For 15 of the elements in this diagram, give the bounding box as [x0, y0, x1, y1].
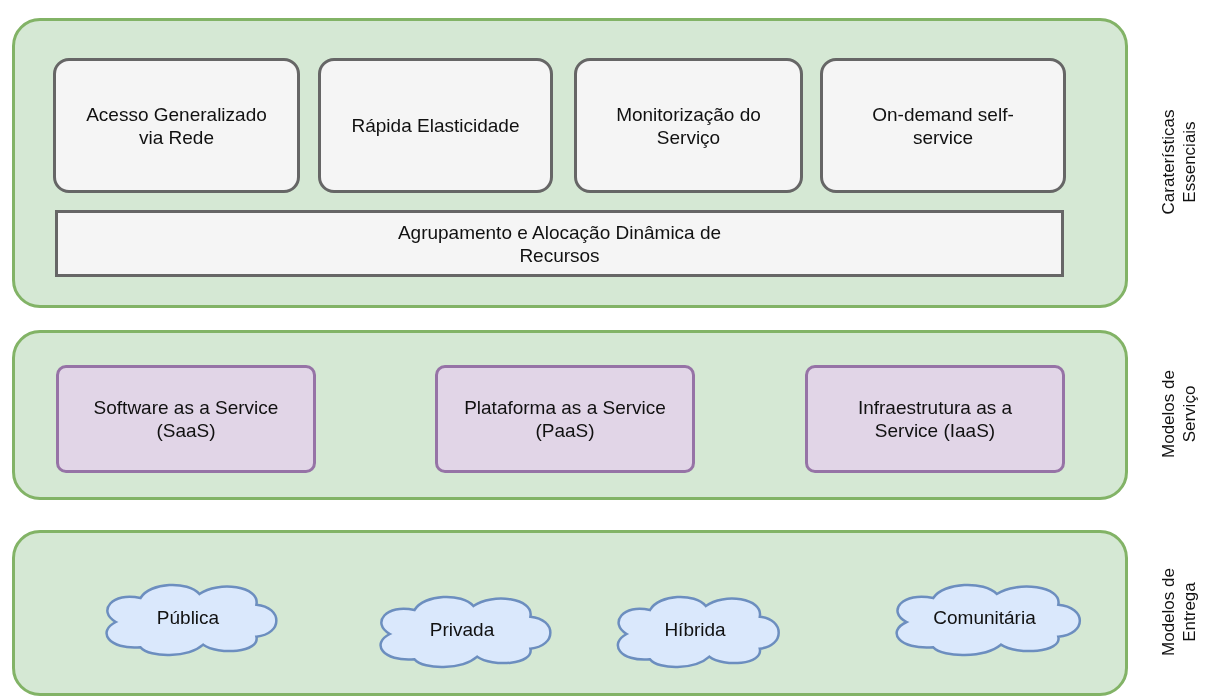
layer-label: Caraterísticas Essenciais	[1158, 108, 1200, 217]
feature-box: Acesso Generalizado via Rede	[53, 58, 300, 193]
deployment-label: Privada	[429, 619, 495, 641]
layer-label: Modelos de Entrega	[1158, 567, 1200, 658]
deployment-label: Pública	[156, 607, 220, 629]
deployment-label: Comunitária	[933, 607, 1036, 629]
layer-label: Modelos de Serviço	[1158, 369, 1200, 460]
feature-box: Rápida Elasticidade	[318, 58, 553, 193]
service-box: Software as a Service (SaaS)	[56, 365, 316, 473]
service-box: Infraestrutura as a Service (IaaS)	[805, 365, 1065, 473]
feature-box: Monitorização do Serviço	[574, 58, 803, 193]
feature-box: On-demand self-service	[820, 58, 1066, 193]
service-box: Plataforma as a Service (PaaS)	[435, 365, 695, 473]
deployment-label: Híbrida	[664, 619, 726, 641]
resource-bar: Agrupamento e Alocação Dinâmica de Recursos	[55, 210, 1064, 277]
